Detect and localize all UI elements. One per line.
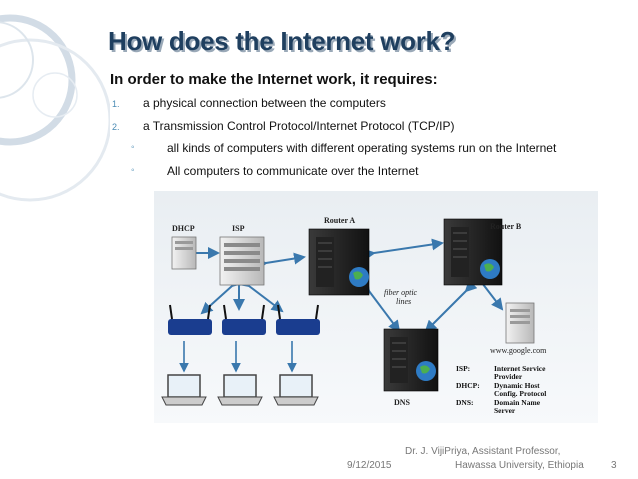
- isp-server-icon: [219, 236, 265, 286]
- decorative-circles: [0, 14, 110, 202]
- router-b-server-icon: [443, 218, 503, 286]
- dhcp-server-icon: [171, 236, 197, 270]
- dns-label: DNS: [394, 398, 411, 407]
- sub-bullet: ◦: [131, 165, 135, 176]
- footer-date: 9/12/2015: [347, 460, 392, 471]
- wireless-router-icon: [168, 304, 212, 335]
- fiber-label-line2: lines: [396, 297, 411, 306]
- list-item: a Transmission Control Protocol/Internet…: [143, 119, 455, 133]
- page-number: 3: [611, 460, 617, 471]
- google-label: www.google.com: [490, 346, 547, 355]
- list-number: 1.: [112, 99, 120, 109]
- laptop-icon: [217, 374, 263, 406]
- legend-desc: Domain Name: [494, 398, 541, 407]
- wireless-router-icon: [276, 304, 320, 335]
- footer-author: Dr. J. VijiPriya, Assistant Professor,: [405, 446, 561, 457]
- legend-desc: Dynamic Host: [494, 381, 540, 390]
- dns-server-icon: [383, 328, 439, 392]
- sub-list-item: All computers to communicate over the In…: [167, 164, 419, 178]
- router-a-label: Router A: [324, 216, 355, 225]
- list-item: a physical connection between the comput…: [143, 96, 386, 110]
- network-diagram: DHCP ISP Router A Router B fiber optic l…: [154, 191, 598, 423]
- legend-key: ISP:: [456, 364, 470, 373]
- slide-title: How does the Internet work?: [108, 26, 456, 56]
- legend-desc: Config. Protocol: [494, 389, 546, 398]
- wireless-router-icon: [222, 304, 266, 335]
- router-a-server-icon: [308, 228, 370, 296]
- laptop-icon: [161, 374, 207, 406]
- router-b-label: Router B: [490, 222, 522, 231]
- fiber-label: fiber optic: [384, 288, 418, 297]
- list-number: 2.: [112, 122, 120, 132]
- legend-key: DHCP:: [456, 381, 480, 390]
- legend-desc: Internet Service: [494, 364, 546, 373]
- legend-desc: Provider: [494, 372, 523, 381]
- intro-text: In order to make the Internet work, it r…: [110, 71, 438, 88]
- footer-affiliation: Hawassa University, Ethiopia: [455, 460, 584, 471]
- legend-desc: Server: [494, 406, 516, 415]
- sub-list-item: all kinds of computers with different op…: [167, 141, 557, 155]
- web-server-icon: [505, 302, 535, 344]
- legend-key: DNS:: [456, 398, 474, 407]
- dhcp-label: DHCP: [172, 224, 195, 233]
- isp-label: ISP: [232, 224, 245, 233]
- laptop-icon: [273, 374, 319, 406]
- sub-bullet: ◦: [131, 142, 135, 153]
